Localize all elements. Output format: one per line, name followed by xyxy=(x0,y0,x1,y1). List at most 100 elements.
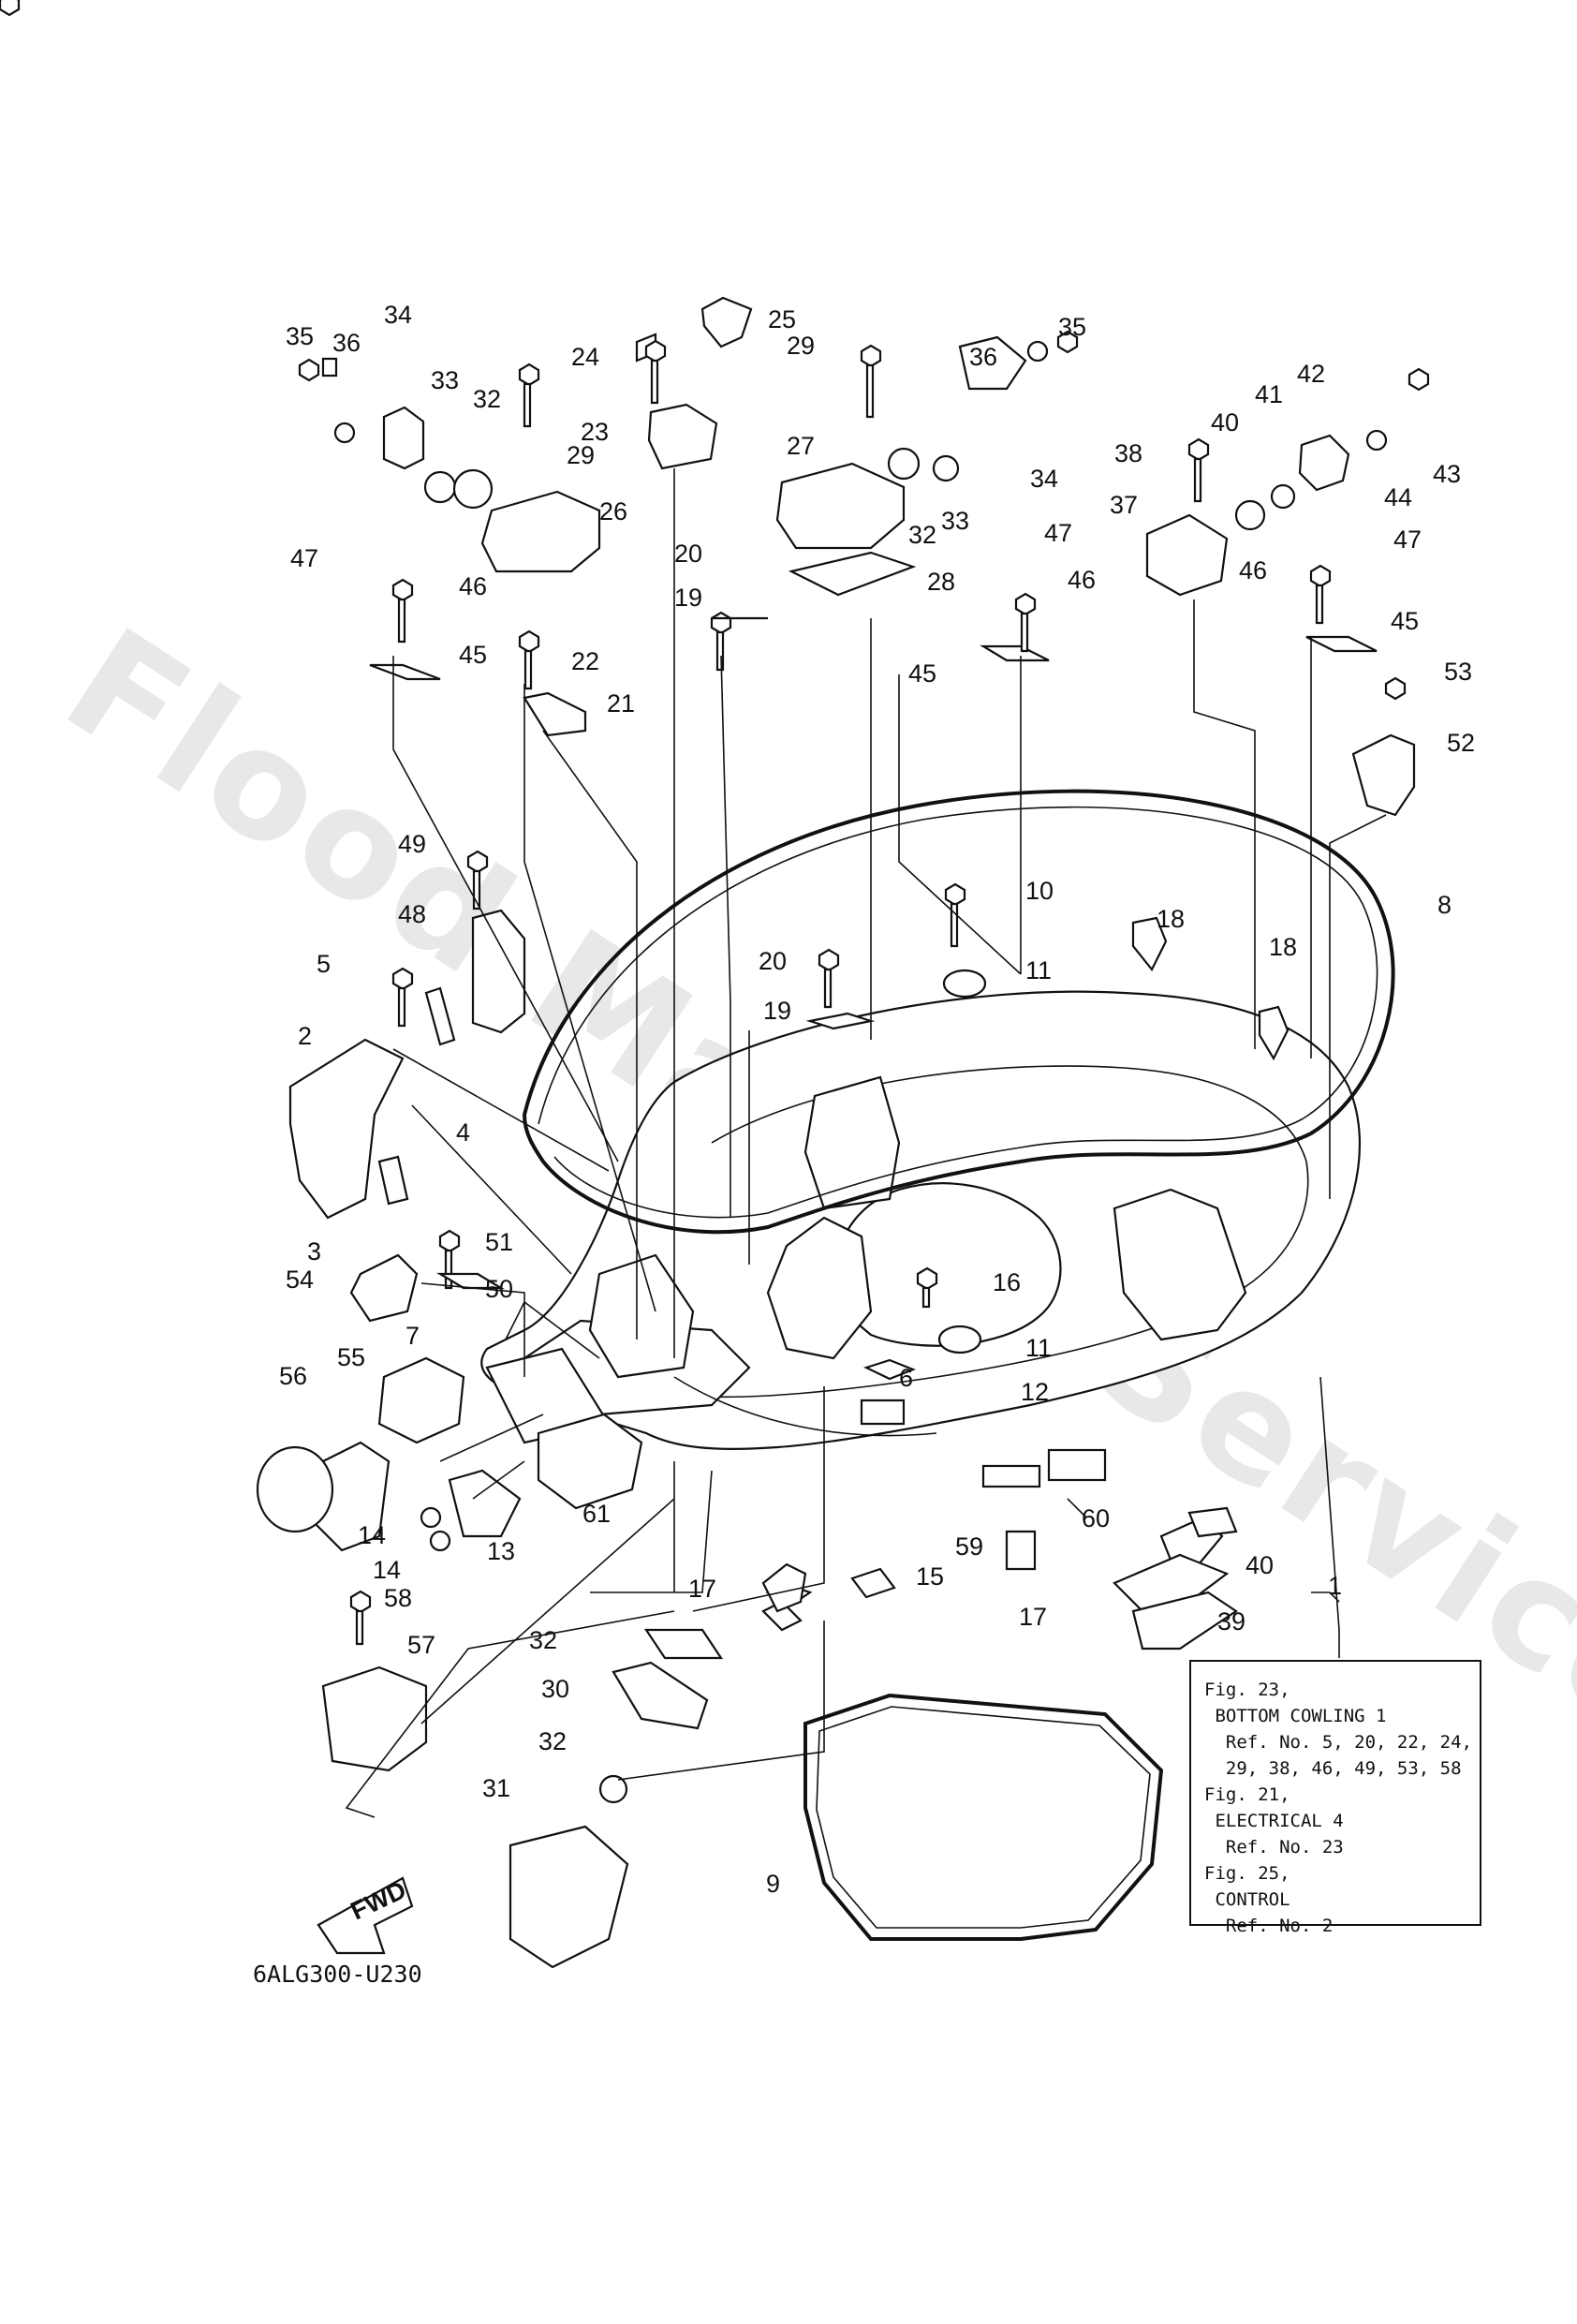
callout-43: 43 xyxy=(1433,460,1461,488)
ref-line: BOTTOM COWLING 1 xyxy=(1204,1706,1387,1726)
callout-31: 31 xyxy=(482,1774,510,1802)
callout-47: 47 xyxy=(290,544,318,572)
callout-55: 55 xyxy=(337,1343,365,1371)
callout-26: 26 xyxy=(599,497,627,525)
callout-11: 11 xyxy=(1025,956,1052,984)
callout-7: 7 xyxy=(405,1322,420,1350)
ref-line: Fig. 25, xyxy=(1204,1863,1290,1884)
callout-23: 23 xyxy=(581,418,609,446)
callout-60: 60 xyxy=(1082,1504,1110,1532)
callout-28: 28 xyxy=(927,568,955,596)
callout-33b: 33 xyxy=(941,507,969,535)
callout-59: 59 xyxy=(955,1532,983,1561)
callout-37: 37 xyxy=(1110,491,1138,519)
callout-21: 21 xyxy=(607,689,635,718)
seal-ring xyxy=(522,789,1395,1235)
callout-17: 17 xyxy=(688,1575,716,1603)
callout-53: 53 xyxy=(1444,658,1472,686)
diagram-code: 6ALG300-U230 xyxy=(253,1961,422,1988)
callout-51: 51 xyxy=(485,1228,513,1256)
callout-46: 46 xyxy=(459,572,487,600)
callout-49: 49 xyxy=(398,830,426,858)
callout-35: 35 xyxy=(286,322,314,350)
callout-34: 34 xyxy=(384,301,412,329)
callout-5: 5 xyxy=(317,950,331,978)
ref-line: Ref. No. 2 xyxy=(1204,1916,1334,1936)
ref-line: Fig. 21, xyxy=(1204,1784,1290,1805)
callout-17b: 17 xyxy=(1019,1603,1047,1631)
callout-42: 42 xyxy=(1297,360,1325,388)
callout-11b: 11 xyxy=(1025,1334,1052,1362)
callout-30: 30 xyxy=(541,1675,569,1703)
callout-36b: 36 xyxy=(969,343,997,371)
callout-34b: 34 xyxy=(1030,465,1058,493)
callout-45b: 45 xyxy=(908,659,936,688)
callout-18: 18 xyxy=(1157,905,1185,933)
callout-labels: 35 36 34 33 32 29 26 24 23 25 27 29 20 1… xyxy=(279,301,1475,1898)
callout-32b: 32 xyxy=(908,521,936,549)
ref-line: Fig. 23, xyxy=(1204,1680,1290,1700)
callout-41: 41 xyxy=(1255,380,1283,408)
callout-14a: 14 xyxy=(358,1521,386,1549)
callout-58: 58 xyxy=(384,1584,412,1612)
callout-40b: 40 xyxy=(1245,1551,1274,1579)
callout-61: 61 xyxy=(582,1500,611,1528)
callout-57: 57 xyxy=(407,1631,435,1659)
callout-33: 33 xyxy=(431,366,459,394)
callout-3: 3 xyxy=(307,1237,321,1266)
callout-47b: 47 xyxy=(1044,519,1072,547)
callout-8: 8 xyxy=(1437,891,1452,919)
callout-25: 25 xyxy=(768,305,796,333)
callout-10: 10 xyxy=(1025,877,1054,905)
callout-39: 39 xyxy=(1217,1607,1245,1636)
callout-50: 50 xyxy=(485,1275,513,1303)
callout-52: 52 xyxy=(1447,729,1475,757)
fwd-arrow: FWD xyxy=(317,1875,414,1955)
leader-lines xyxy=(345,468,1387,1818)
callout-4: 4 xyxy=(456,1118,470,1147)
callout-14b: 14 xyxy=(373,1556,401,1584)
ref-line: ELECTRICAL 4 xyxy=(1204,1811,1344,1831)
callout-9: 9 xyxy=(766,1870,780,1898)
callout-18b: 18 xyxy=(1269,933,1297,961)
callout-54: 54 xyxy=(286,1266,314,1294)
callout-45c: 45 xyxy=(1391,607,1419,635)
callout-19: 19 xyxy=(674,584,702,612)
callout-32d: 32 xyxy=(538,1727,567,1755)
callout-16: 16 xyxy=(993,1268,1021,1296)
callout-24: 24 xyxy=(571,343,599,371)
callout-13: 13 xyxy=(487,1537,515,1565)
callout-22: 22 xyxy=(571,647,599,675)
callout-46b: 46 xyxy=(1068,566,1096,594)
callout-38: 38 xyxy=(1114,439,1142,467)
reference-box: Fig. 23, BOTTOM COWLING 1 Ref. No. 5, 20… xyxy=(1189,1660,1481,1936)
callout-2: 2 xyxy=(298,1022,312,1050)
callout-32: 32 xyxy=(473,385,501,413)
callout-56: 56 xyxy=(279,1362,307,1390)
upper-hardware xyxy=(0,0,1430,1969)
callout-27: 27 xyxy=(787,432,815,460)
ref-line: Ref. No. 23 xyxy=(1204,1837,1344,1858)
callout-1: 1 xyxy=(1328,1572,1342,1600)
callout-48: 48 xyxy=(398,900,426,928)
lower-seal xyxy=(803,1693,1164,1941)
callout-40: 40 xyxy=(1211,408,1239,437)
callout-6: 6 xyxy=(899,1364,913,1392)
callout-35b: 35 xyxy=(1058,313,1086,341)
callout-32c: 32 xyxy=(529,1626,557,1654)
callout-15: 15 xyxy=(916,1562,944,1591)
callout-19b: 19 xyxy=(763,997,791,1025)
ref-line: Ref. No. 5, 20, 22, 24, xyxy=(1204,1732,1472,1753)
callout-45: 45 xyxy=(459,641,487,669)
ref-line: CONTROL xyxy=(1204,1889,1290,1910)
callout-12: 12 xyxy=(1021,1378,1049,1406)
callout-46c: 46 xyxy=(1239,556,1267,585)
callout-20: 20 xyxy=(674,540,702,568)
callout-29: 29 xyxy=(567,441,595,469)
callout-36: 36 xyxy=(332,329,361,357)
callout-44: 44 xyxy=(1384,483,1412,511)
ref-line: 29, 38, 46, 49, 53, 58 xyxy=(1204,1758,1462,1779)
callout-20b: 20 xyxy=(759,947,787,975)
callout-47c: 47 xyxy=(1393,525,1422,554)
